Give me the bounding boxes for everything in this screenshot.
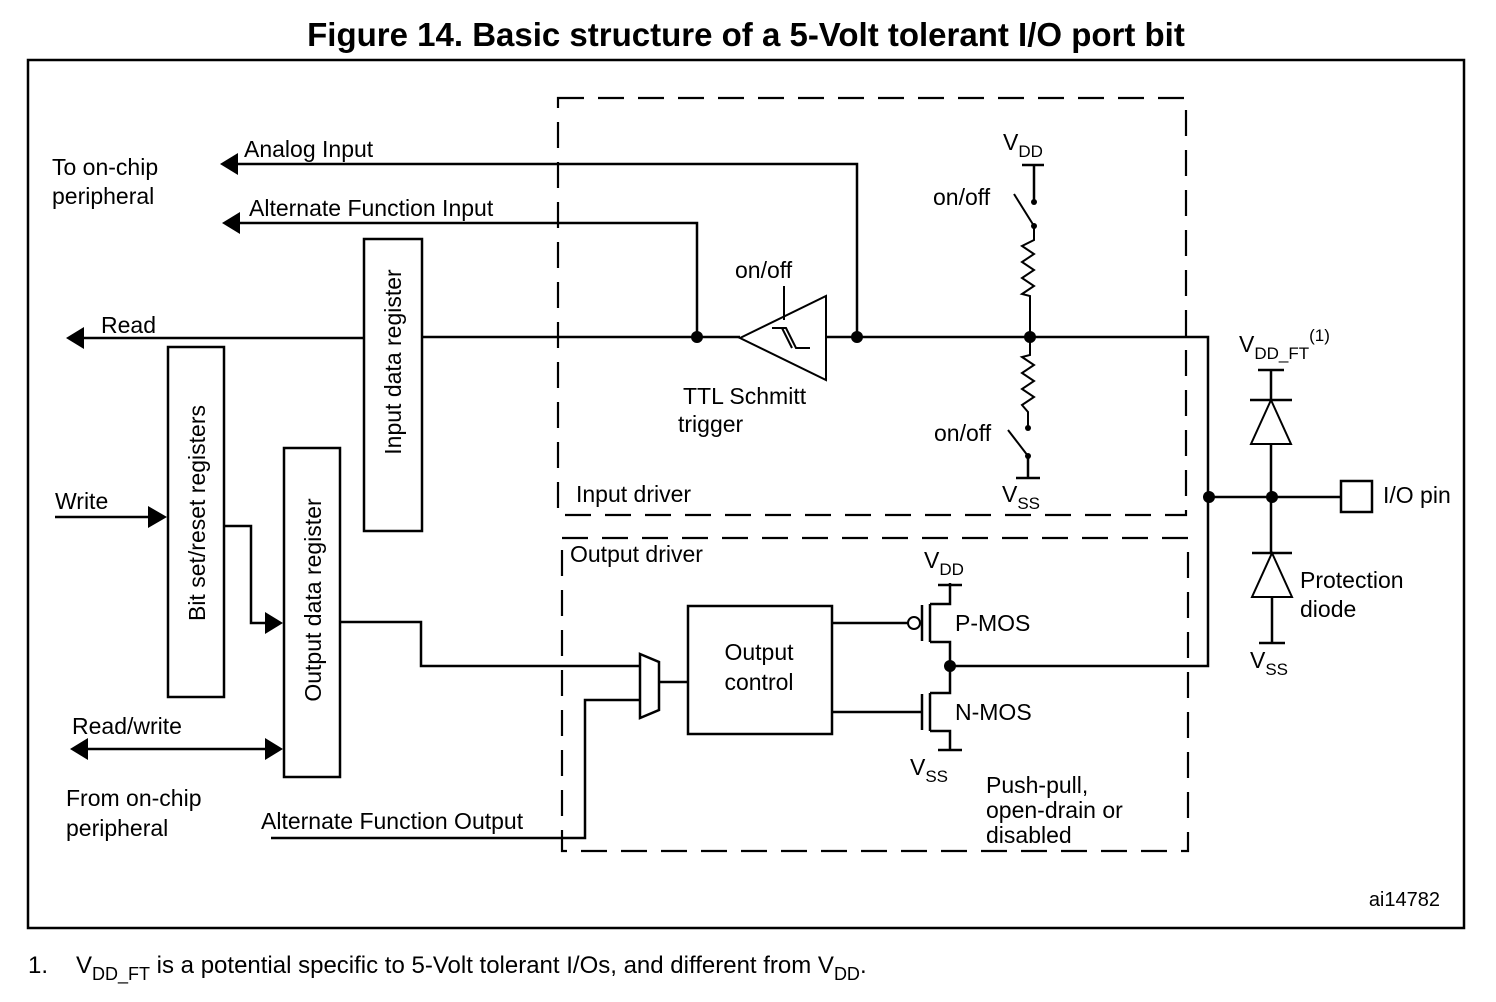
figure-title: Figure 14. Basic structure of a 5-Volt t… [307, 16, 1185, 53]
output-vdd-label: VDD [924, 547, 964, 579]
output-control-label-1: Output [724, 639, 794, 665]
pmos-transistor: P-MOS [920, 583, 1030, 666]
write-arrow-icon [148, 506, 167, 528]
schmitt-label-1: TTL Schmitt [683, 383, 807, 409]
protection-join-dot [1266, 491, 1278, 503]
lower-diode-icon [1250, 550, 1294, 598]
io-pin-label: I/O pin [1383, 482, 1451, 508]
pull-up-resistor: VDD on/off [933, 129, 1044, 337]
bit-set-reset-registers: Bit set/reset registers [166, 345, 226, 699]
figure-id-label: ai14782 [1369, 889, 1440, 911]
pulldown-on-off-label: on/off [934, 420, 992, 446]
schmitt-trigger: on/off TTL Schmitt trigger [678, 257, 827, 437]
output-driver-box [560, 536, 1190, 853]
output-mux [638, 652, 661, 720]
output-mode-label-1: Push-pull, [986, 772, 1088, 798]
from-onchip-label-1: From on-chip [66, 785, 201, 811]
bit-set-reset-label: Bit set/reset registers [184, 405, 210, 621]
analog-input-line [220, 153, 859, 337]
pmos-label: P-MOS [955, 610, 1030, 636]
alt-func-output-label: Alternate Function Output [261, 808, 524, 834]
protection-diode-label-1: Protection [1300, 567, 1404, 593]
output-data-register-label: Output data register [300, 498, 326, 702]
read-write-left-arrow-icon [70, 738, 88, 760]
alt-func-input-node-dot [691, 331, 703, 343]
alt-func-input-arrow-icon [222, 212, 240, 234]
analog-input-node-dot [851, 331, 863, 343]
pullup-on-off-label: on/off [933, 184, 991, 210]
from-onchip-label-2: peripheral [66, 815, 168, 841]
input-vss-label: VSS [1002, 481, 1040, 513]
protection-diodes: VDD_FT(1) VSS Protection diode [1239, 326, 1404, 679]
protection-vss-label: VSS [1250, 647, 1288, 679]
output-data-register: Output data register [282, 446, 342, 779]
alt-func-input-line [222, 212, 699, 337]
input-driver-box [556, 96, 1188, 517]
read-write-right-arrow-icon [265, 738, 283, 760]
input-data-register-label: Input data register [380, 269, 406, 455]
read-label: Read [101, 312, 156, 338]
schmitt-label-2: trigger [678, 411, 744, 437]
output-mode-label-3: disabled [986, 822, 1072, 848]
read-write-line [70, 738, 283, 760]
alt-func-output-line [271, 698, 640, 840]
pmos-gate-bubble-icon [907, 616, 921, 630]
read-write-label: Read/write [72, 713, 182, 739]
input-driver-label: Input driver [576, 481, 691, 507]
protection-diode-label-2: diode [1300, 596, 1356, 622]
analog-input-label: Analog Input [244, 136, 374, 162]
io-pin-pad-icon [1339, 479, 1374, 514]
to-onchip-label-2: peripheral [52, 183, 154, 209]
figure-frame [26, 58, 1466, 930]
read-line [66, 327, 1210, 497]
footnote: 1. VDD_FT is a potential specific to 5-V… [28, 952, 867, 985]
to-onchip-label-1: To on-chip [52, 154, 158, 180]
output-mode-label-2: open-drain or [986, 797, 1123, 823]
read-arrow-icon [66, 327, 84, 349]
vdd-ft-label: VDD_FT(1) [1239, 326, 1330, 363]
bsrr-to-odr-arrow-icon [265, 612, 283, 634]
nmos-transistor: N-MOS [920, 666, 1032, 752]
write-label: Write [55, 488, 108, 514]
input-data-register: Input data register [362, 237, 424, 533]
output-vss-label: VSS [910, 754, 948, 786]
write-line [55, 506, 167, 528]
upper-diode-icon [1249, 397, 1293, 445]
driver-join-dot [1203, 491, 1215, 503]
output-driver-label: Output driver [570, 541, 703, 567]
output-control-block: Output control [686, 604, 834, 736]
alt-func-input-label: Alternate Function Input [249, 195, 494, 221]
nmos-label: N-MOS [955, 699, 1032, 725]
output-control-label-2: control [724, 669, 793, 695]
analog-input-arrow-icon [220, 153, 238, 175]
input-vdd-label: VDD [1003, 129, 1043, 161]
schmitt-on-off-label: on/off [735, 257, 793, 283]
odr-to-mux-line [340, 620, 640, 668]
pull-down-resistor: on/off VSS [934, 337, 1040, 513]
bsrr-to-odr-line [224, 524, 283, 634]
